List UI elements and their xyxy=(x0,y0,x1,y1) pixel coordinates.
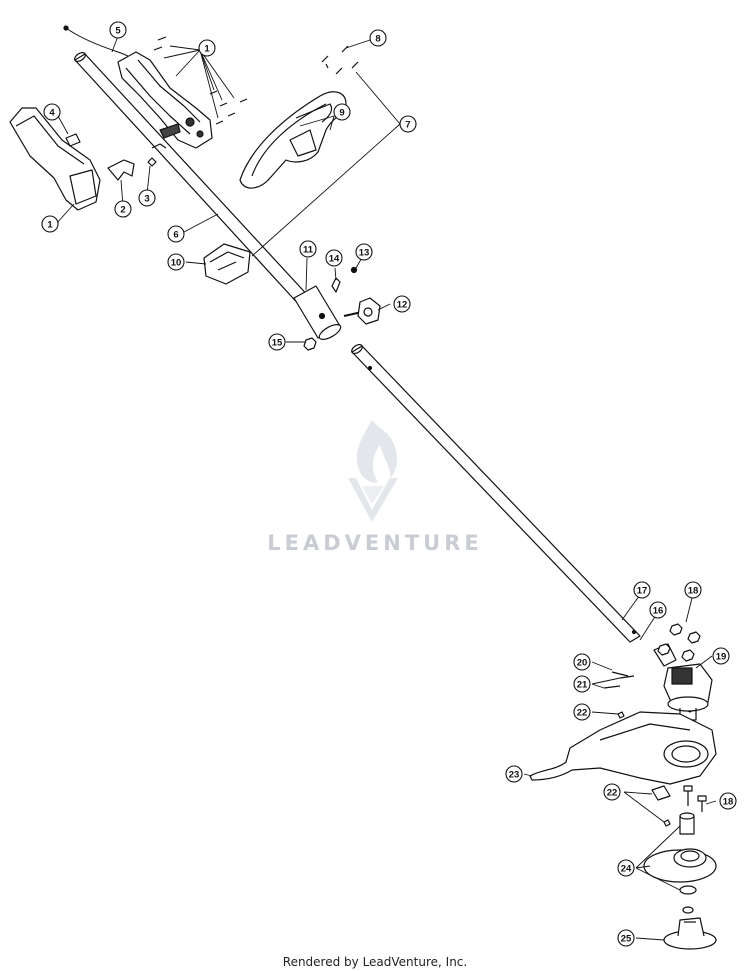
trimmer-head-24 xyxy=(643,812,717,914)
watermark-text: LEADVENTURE xyxy=(267,531,483,555)
callout-15: 15 xyxy=(268,333,286,351)
callout-16: 16 xyxy=(649,601,667,619)
callout-number: 23 xyxy=(509,769,520,780)
callout-1: 1 xyxy=(198,39,216,57)
lower-shaft xyxy=(351,343,641,643)
callout-24: 24 xyxy=(617,859,635,877)
handle-housing-left xyxy=(9,107,101,211)
callout-25: 25 xyxy=(617,929,635,947)
callout-6: 6 xyxy=(167,225,185,243)
bolt-14 xyxy=(331,277,341,293)
callout-number: 16 xyxy=(653,605,664,616)
bump-knob-25 xyxy=(663,917,717,950)
trigger-part xyxy=(107,159,135,181)
callout-number: 2 xyxy=(120,204,125,215)
leader-lines xyxy=(55,35,717,941)
assist-handle xyxy=(239,91,347,189)
debris-guard xyxy=(529,711,717,785)
callout-18: 18 xyxy=(684,581,702,599)
callout-18: 18 xyxy=(719,792,737,810)
screws-21 xyxy=(603,675,635,689)
callout-number: 14 xyxy=(329,253,340,264)
footer-credit: Rendered by LeadVenture, Inc. xyxy=(282,955,468,969)
lockout-part xyxy=(65,133,81,147)
coupler-knob xyxy=(343,297,381,325)
callout-13: 13 xyxy=(355,243,373,261)
callout-number: 4 xyxy=(49,107,55,118)
bolts-18-lower xyxy=(683,785,707,812)
callout-1: 1 xyxy=(41,215,59,233)
callout-20: 20 xyxy=(573,653,591,671)
callout-19: 19 xyxy=(712,647,730,665)
callout-number: 25 xyxy=(621,933,632,944)
callout-number: 19 xyxy=(716,651,727,662)
callout-number: 5 xyxy=(115,25,121,36)
callout-number: 3 xyxy=(144,193,149,204)
callout-2: 2 xyxy=(114,200,132,218)
callout-number: 22 xyxy=(577,707,588,718)
callout-21: 21 xyxy=(573,675,591,693)
handle-clamp xyxy=(203,243,251,285)
callout-number: 6 xyxy=(173,229,178,240)
callout-number: 17 xyxy=(637,585,648,596)
callout-number: 7 xyxy=(405,119,410,130)
callout-number: 1 xyxy=(47,219,53,230)
callout-9: 9 xyxy=(333,103,351,121)
nut-15 xyxy=(303,337,317,351)
callout-12: 12 xyxy=(393,295,411,313)
upper-shaft xyxy=(74,52,313,309)
handle-housing-right xyxy=(117,51,213,149)
callout-17: 17 xyxy=(633,581,651,599)
screws-group-8 xyxy=(321,45,359,75)
callout-number: 18 xyxy=(688,585,699,596)
screw-20 xyxy=(611,671,629,677)
callout-8: 8 xyxy=(369,29,387,47)
callout-number: 24 xyxy=(621,863,632,874)
callout-number: 1 xyxy=(204,43,210,54)
spring xyxy=(147,157,157,167)
callout-number: 15 xyxy=(272,337,283,348)
callout-number: 8 xyxy=(375,33,380,44)
callout-5: 5 xyxy=(109,21,127,39)
callout-number: 9 xyxy=(339,107,344,118)
callout-11: 11 xyxy=(299,240,317,258)
screws-group-1 xyxy=(153,36,248,125)
callout-7: 7 xyxy=(399,115,417,133)
callout-number: 21 xyxy=(577,679,588,690)
callout-10: 10 xyxy=(167,253,185,271)
callout-number: 18 xyxy=(723,796,734,807)
callout-number: 11 xyxy=(303,244,314,255)
callout-number: 20 xyxy=(577,657,588,668)
callout-number: 13 xyxy=(359,247,370,258)
callout-number: 12 xyxy=(397,299,408,310)
shaft-coupler xyxy=(293,285,342,340)
callout-number: 22 xyxy=(607,787,618,798)
screw-13 xyxy=(350,266,358,274)
callout-3: 3 xyxy=(138,189,156,207)
gearhead-nuts xyxy=(657,623,701,662)
watermark-logo xyxy=(348,420,398,522)
washer-22-upper xyxy=(617,711,625,719)
callout-23: 23 xyxy=(505,765,523,783)
callout-22: 22 xyxy=(603,783,621,801)
callout-number: 10 xyxy=(171,257,182,268)
callout-14: 14 xyxy=(325,249,343,267)
callout-22: 22 xyxy=(573,703,591,721)
blade-plate-22 xyxy=(651,785,671,827)
callout-4: 4 xyxy=(43,103,61,121)
